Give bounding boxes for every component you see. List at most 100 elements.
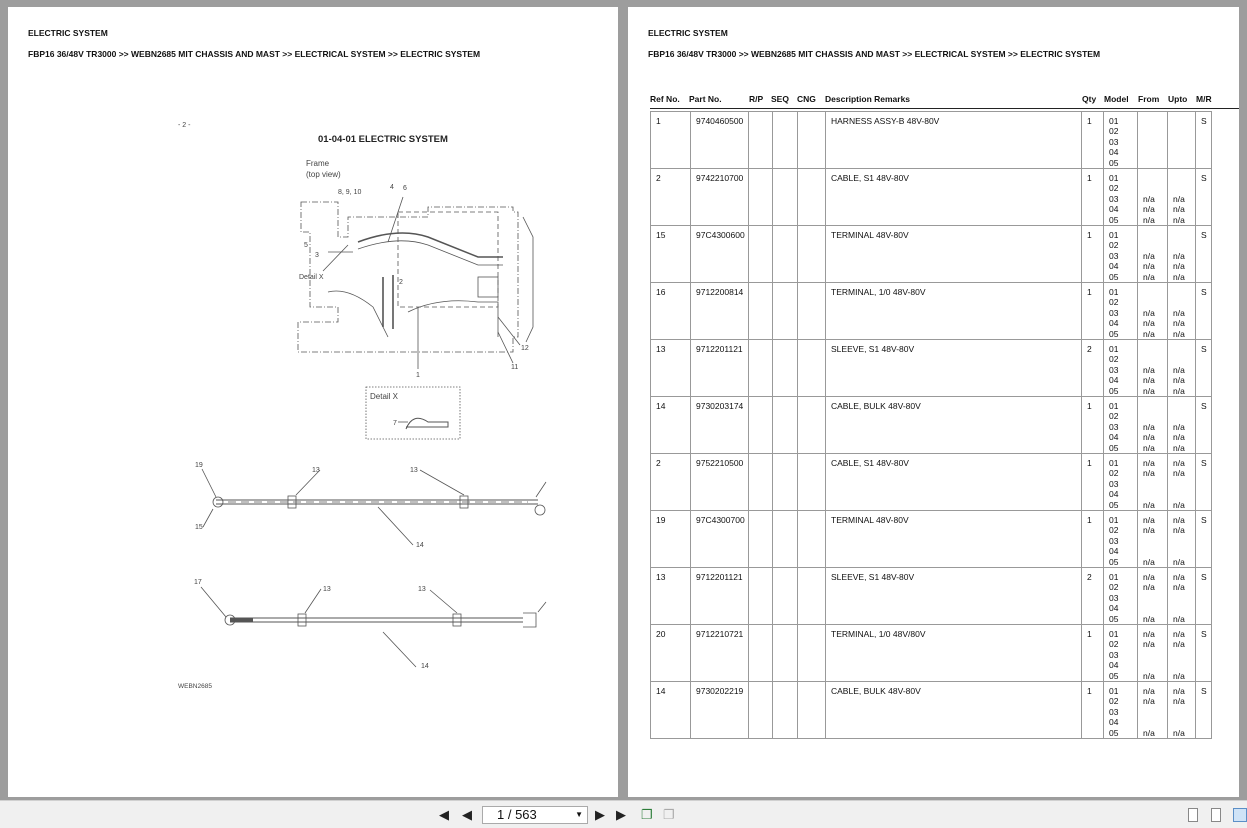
frame-label-sub: (top view)	[306, 170, 341, 179]
cell-empty	[748, 226, 772, 282]
single-page-view-icon[interactable]	[1188, 808, 1198, 822]
from-line: n/a	[1143, 639, 1155, 650]
callout: 12	[521, 345, 529, 352]
from-line: n/a	[1143, 556, 1155, 567]
from-line	[1143, 116, 1167, 126]
from-line: n/a	[1143, 670, 1155, 681]
from-line	[1143, 240, 1167, 250]
first-page-icon[interactable]: ◀	[439, 807, 452, 822]
from-line	[1143, 287, 1167, 297]
from-line	[1143, 489, 1167, 499]
upto-line	[1173, 479, 1195, 489]
two-page-view-icon[interactable]	[1233, 808, 1247, 822]
cell-part: 9712201121	[690, 568, 748, 624]
callout: 13	[418, 586, 426, 593]
upto-line	[1173, 173, 1195, 183]
upto-line: n/a	[1173, 572, 1185, 582]
page-selector[interactable]: 1 / 563▼	[482, 806, 588, 824]
models-line: 02	[1109, 468, 1119, 479]
upto-line	[1173, 707, 1195, 717]
from-line	[1143, 183, 1167, 193]
cell-empty	[748, 511, 772, 567]
from-line: n/a	[1143, 727, 1155, 738]
upto-line: n/a	[1173, 639, 1185, 650]
models-line: 04	[1109, 603, 1119, 614]
continuous-view-icon[interactable]	[1211, 808, 1221, 822]
detail-x-label: Detail X	[299, 274, 324, 281]
callout: 8, 9, 10	[338, 189, 361, 196]
cell-empty	[748, 682, 772, 738]
models-line: 03	[1109, 250, 1119, 261]
cell-qty: 2	[1081, 568, 1103, 624]
from-line: n/a	[1143, 385, 1155, 396]
models-line: 04	[1109, 717, 1119, 728]
from-line	[1143, 650, 1167, 660]
breadcrumb: FBP16 36/48V TR3000 >> WEBN2685 MIT CHAS…	[648, 49, 1101, 59]
cell-empty	[748, 340, 772, 396]
from-line: n/a	[1143, 364, 1155, 375]
models-line: 03	[1109, 421, 1119, 432]
from-line: n/a	[1143, 458, 1155, 468]
cell-part: 9752210500	[690, 454, 748, 510]
models-line: 01	[1109, 287, 1119, 297]
models-line: 03	[1109, 649, 1119, 660]
last-page-icon[interactable]: ▶	[616, 807, 629, 822]
upto-line	[1173, 489, 1195, 499]
paste-page-icon[interactable]: ❐	[663, 807, 675, 822]
from-line: n/a	[1143, 499, 1155, 510]
upto-line: n/a	[1173, 250, 1185, 261]
upto-line	[1173, 650, 1195, 660]
page-indicator: 1 / 563	[497, 807, 537, 822]
from-line: n/a	[1143, 525, 1155, 536]
upto-line: n/a	[1173, 421, 1185, 432]
from-line: n/a	[1143, 193, 1155, 204]
cell-desc: SLEEVE, S1 48V-80V	[825, 568, 1081, 624]
cell-mr: S	[1195, 511, 1212, 567]
upto-line	[1173, 411, 1195, 421]
cell-desc: TERMINAL, 1/0 48V/80V	[825, 625, 1081, 681]
from-line: n/a	[1143, 696, 1155, 707]
from-line: n/a	[1143, 582, 1155, 593]
next-page-icon[interactable]: ▶	[595, 807, 605, 822]
models-line: 03	[1109, 307, 1119, 318]
col-upto: Upto	[1168, 94, 1188, 104]
copy-page-icon[interactable]: ❐	[641, 807, 653, 822]
models-line: 01	[1109, 344, 1119, 354]
cell-empty	[748, 283, 772, 339]
cell-qty: 1	[1081, 397, 1103, 453]
col-rp: R/P	[749, 94, 764, 104]
from-line	[1143, 297, 1167, 307]
upto-line	[1173, 137, 1195, 147]
models-line: 03	[1109, 478, 1119, 489]
cell-part: 9740460500	[690, 112, 748, 168]
models-line: 03	[1109, 706, 1119, 717]
models-line: 05	[1109, 499, 1119, 510]
models-line: 02	[1109, 126, 1119, 137]
left-page: ELECTRIC SYSTEM FBP16 36/48V TR3000 >> W…	[8, 7, 618, 797]
col-seq: SEQ	[771, 94, 789, 104]
cell-empty	[772, 340, 797, 396]
from-line	[1143, 536, 1167, 546]
cell-empty	[772, 169, 797, 225]
prev-page-icon[interactable]: ◀	[462, 807, 472, 822]
cell-empty	[797, 283, 825, 339]
cell-empty	[797, 397, 825, 453]
from-line	[1143, 147, 1167, 157]
from-line: n/a	[1143, 318, 1155, 329]
cell-qty: 1	[1081, 682, 1103, 738]
models-line: 01	[1109, 686, 1119, 696]
from-line	[1143, 344, 1167, 354]
upto-line: n/a	[1173, 458, 1185, 468]
cell-desc: TERMINAL 48V-80V	[825, 511, 1081, 567]
from-line: n/a	[1143, 250, 1155, 261]
upto-line	[1173, 230, 1195, 240]
models-line: 01	[1109, 458, 1119, 468]
models-line: 01	[1109, 515, 1119, 525]
